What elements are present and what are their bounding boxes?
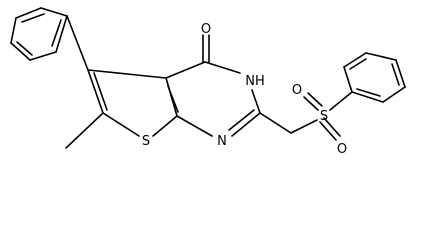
bond [204,61,241,74]
sulfonyl-oxygen-bottom-label: O [337,142,347,157]
amide-nh-label: NH [245,74,265,89]
bond [167,85,179,113]
bond [87,69,167,79]
bond [10,17,17,44]
bond [251,89,261,114]
sulfonyl-sulfur-label: S [320,109,328,124]
bond [329,91,353,111]
bond [259,112,292,134]
bond [66,15,89,71]
bond [365,52,397,61]
bond [382,86,406,103]
bond [343,52,367,68]
bond [349,58,367,70]
bond [29,51,57,61]
atom-labels: O NH S O O S N [142,22,347,157]
bond [319,121,337,141]
ring-nitrogen-label: N [217,134,227,149]
bond [303,96,319,111]
bond [323,117,341,137]
bond [55,15,68,53]
bond-lines [10,7,406,149]
bond [93,72,108,111]
bond [102,112,140,137]
bond [343,66,353,93]
bond [307,92,323,107]
bond [165,61,206,79]
carbonyl-oxygen-label: O [201,22,211,37]
bond [51,19,62,47]
bond [10,42,31,61]
bond [395,59,406,88]
bond [290,119,318,134]
bond [356,88,381,97]
bond [21,13,45,23]
bond [65,112,104,149]
bond [351,91,384,103]
bond [40,7,68,17]
thiophene-sulfur-label: S [142,134,150,149]
bond [391,63,400,86]
bond [152,115,178,137]
bond [15,7,42,19]
bond [231,112,261,137]
sulfonyl-oxygen-top-label: O [292,83,302,98]
bond [87,69,104,114]
bond [228,109,255,131]
bond [16,41,33,56]
bond [176,115,213,137]
chemical-structure-diagram: O NH S O O S N [10,7,406,157]
